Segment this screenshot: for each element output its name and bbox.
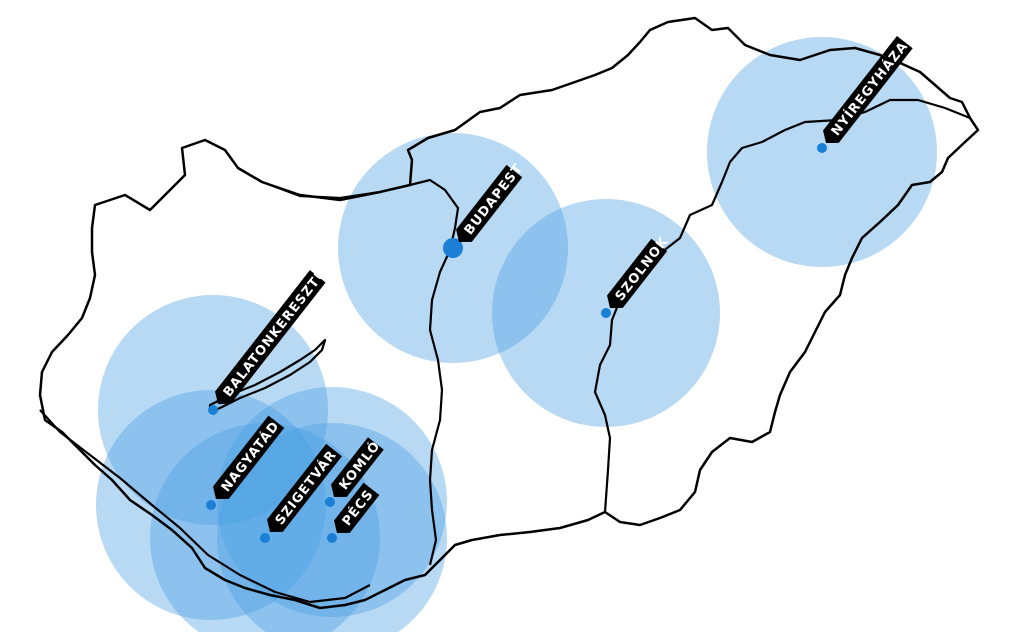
river-danube	[237, 167, 460, 566]
city-dots	[206, 143, 827, 543]
coverage-circle-pecs	[217, 423, 447, 632]
river-drava	[39, 409, 371, 604]
lake-balaton	[208, 338, 327, 414]
city-dot-nagyatad	[206, 500, 216, 510]
city-dot-szigetvar	[260, 533, 270, 543]
city-dot-szolnok	[601, 308, 611, 318]
city-dot-pecs	[327, 533, 337, 543]
city-dot-komlo	[325, 497, 335, 507]
city-dot-budapest	[443, 238, 463, 258]
city-dot-nyiregyhaza	[817, 143, 827, 153]
country-border	[38, 16, 980, 610]
city-dot-balatonkeresztur	[208, 405, 218, 415]
coverage-circles	[96, 37, 937, 632]
